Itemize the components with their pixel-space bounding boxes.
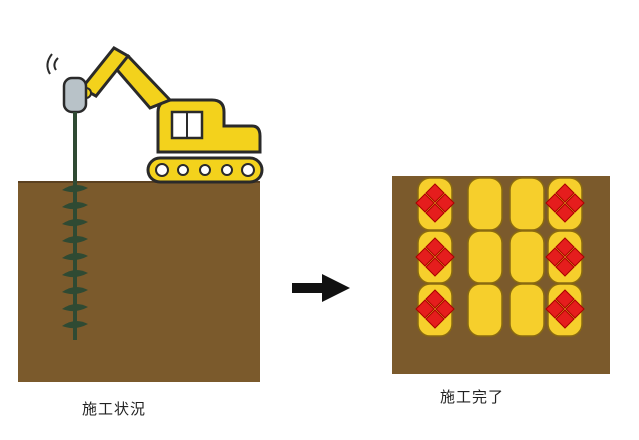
outward-red-arrow-icon <box>545 247 565 267</box>
auger-flight <box>62 303 88 312</box>
auger-shaft-icon <box>62 112 88 340</box>
outward-red-arrow-icon <box>435 193 455 213</box>
outward-red-arrow-icon <box>565 193 585 213</box>
outward-red-arrow-icon <box>555 203 575 223</box>
auger-excavator-icon <box>79 46 264 184</box>
auger-flight <box>62 218 88 227</box>
outward-red-arrow-icon <box>435 299 455 319</box>
auger-flight <box>62 320 88 329</box>
auger-flight <box>62 184 88 193</box>
pile-segment <box>467 230 503 284</box>
outward-red-arrow-icon <box>555 309 575 329</box>
outward-red-arrow-icon <box>545 299 565 319</box>
auger-flight <box>62 235 88 244</box>
right-arrow-icon <box>292 274 350 302</box>
pile-segment <box>467 177 503 231</box>
pile-segment <box>509 177 545 231</box>
outward-red-arrow-icon <box>425 203 445 223</box>
outward-red-arrow-icon <box>555 257 575 277</box>
soil-block-left <box>18 182 260 382</box>
outward-red-arrow-icon <box>565 299 585 319</box>
outward-red-arrow-icon <box>415 299 435 319</box>
caption-construction-complete: 施工完了 <box>440 388 505 406</box>
auger-flight <box>62 201 88 210</box>
pile-segment <box>509 230 545 284</box>
outward-red-arrow-icon <box>425 289 445 309</box>
outward-red-arrow-icon <box>545 193 565 213</box>
outward-red-arrow-icon <box>555 183 575 203</box>
ground-pressure-arrows <box>415 183 585 329</box>
outward-red-arrow-icon <box>555 289 575 309</box>
outward-red-arrow-icon <box>415 193 435 213</box>
auger-flight <box>62 286 88 295</box>
outward-red-arrow-icon <box>425 257 445 277</box>
outward-red-arrow-icon <box>415 247 435 267</box>
auger-flight <box>62 252 88 261</box>
outward-red-arrow-icon <box>425 309 445 329</box>
outward-red-arrow-icon <box>435 247 455 267</box>
pile-segment <box>467 283 503 337</box>
pile-segment <box>509 283 545 337</box>
outward-red-arrow-icon <box>565 247 585 267</box>
outward-red-arrow-icon <box>555 237 575 257</box>
outward-red-arrow-icon <box>425 183 445 203</box>
auger-motor-icon <box>46 53 88 114</box>
auger-flight <box>62 269 88 278</box>
caption-construction-status: 施工状況 <box>82 400 147 418</box>
outward-red-arrow-icon <box>425 237 445 257</box>
